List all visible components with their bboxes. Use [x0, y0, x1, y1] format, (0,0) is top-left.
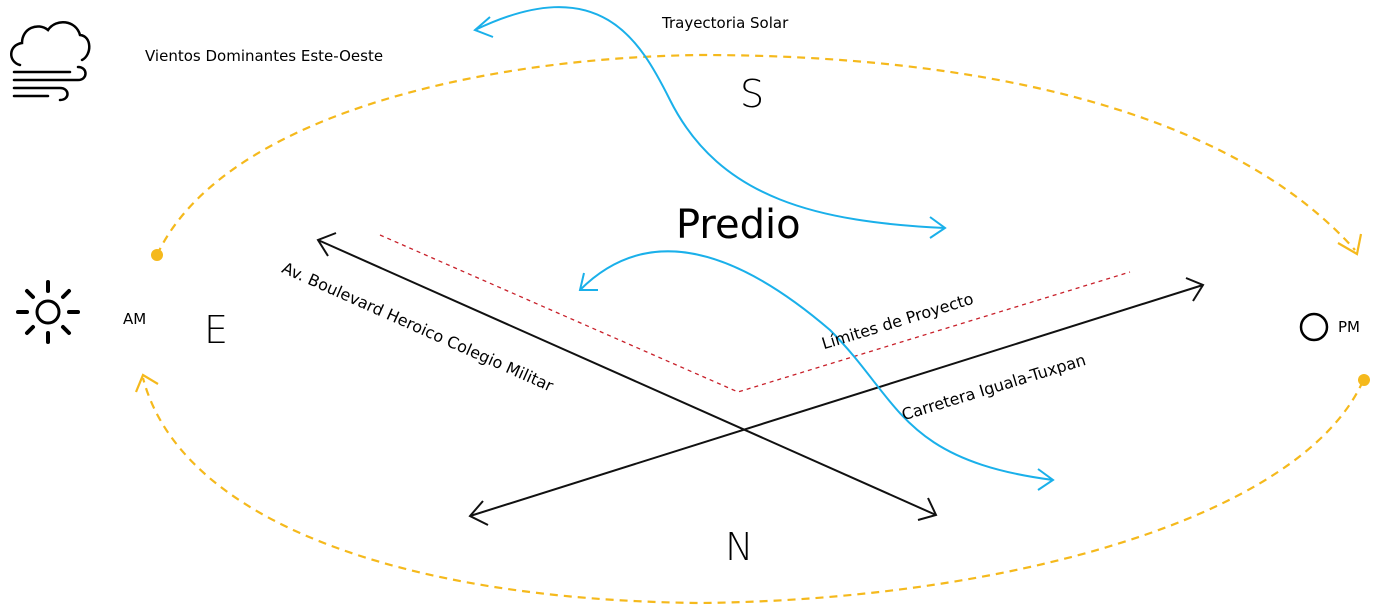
wind-arrow-upper: [474, 6, 946, 229]
wind-label: Vientos Dominantes Este-Oeste: [145, 47, 384, 65]
south-label: S: [740, 72, 765, 116]
road-carretera-line: [469, 284, 1204, 517]
road-carretera-arrowhead-start: [468, 500, 489, 526]
north-label: N: [725, 525, 754, 569]
east-label: E: [204, 308, 229, 352]
road-boulevard-arrowhead-end: [917, 497, 938, 521]
wind-arrow-upper-head-end: [929, 216, 947, 239]
west-sun-circle: [1299, 312, 1329, 342]
pm-label: PM: [1338, 318, 1360, 336]
am-label: AM: [123, 310, 147, 328]
cloud-wind-icon: [10, 21, 91, 102]
sun-path-start-dot: [151, 249, 163, 261]
sun-icon: [16, 280, 80, 344]
site-label: Predio: [676, 202, 801, 248]
wind-arrow-upper-head-start: [473, 16, 494, 38]
sun-path-end-dot: [1358, 374, 1370, 386]
road-boulevard-arrowhead-start: [316, 232, 337, 257]
wind-arrow-lower-head-start: [578, 272, 598, 291]
sun-path-lower-arc: [141, 377, 1365, 605]
sun-path-upper-arc: [156, 53, 1356, 256]
sun-path-lower-arrowhead: [134, 373, 159, 393]
road-carretera-arrowhead-end: [1185, 277, 1205, 302]
wind-arrow-lower: [579, 250, 1054, 481]
solar-path-label: Trayectoria Solar: [662, 14, 789, 32]
sun-path-upper-arrowhead: [1337, 233, 1363, 256]
road-boulevard-line: [317, 239, 937, 516]
wind-arrow-lower-head-end: [1037, 468, 1055, 491]
project-limits-line: [379, 234, 1131, 393]
